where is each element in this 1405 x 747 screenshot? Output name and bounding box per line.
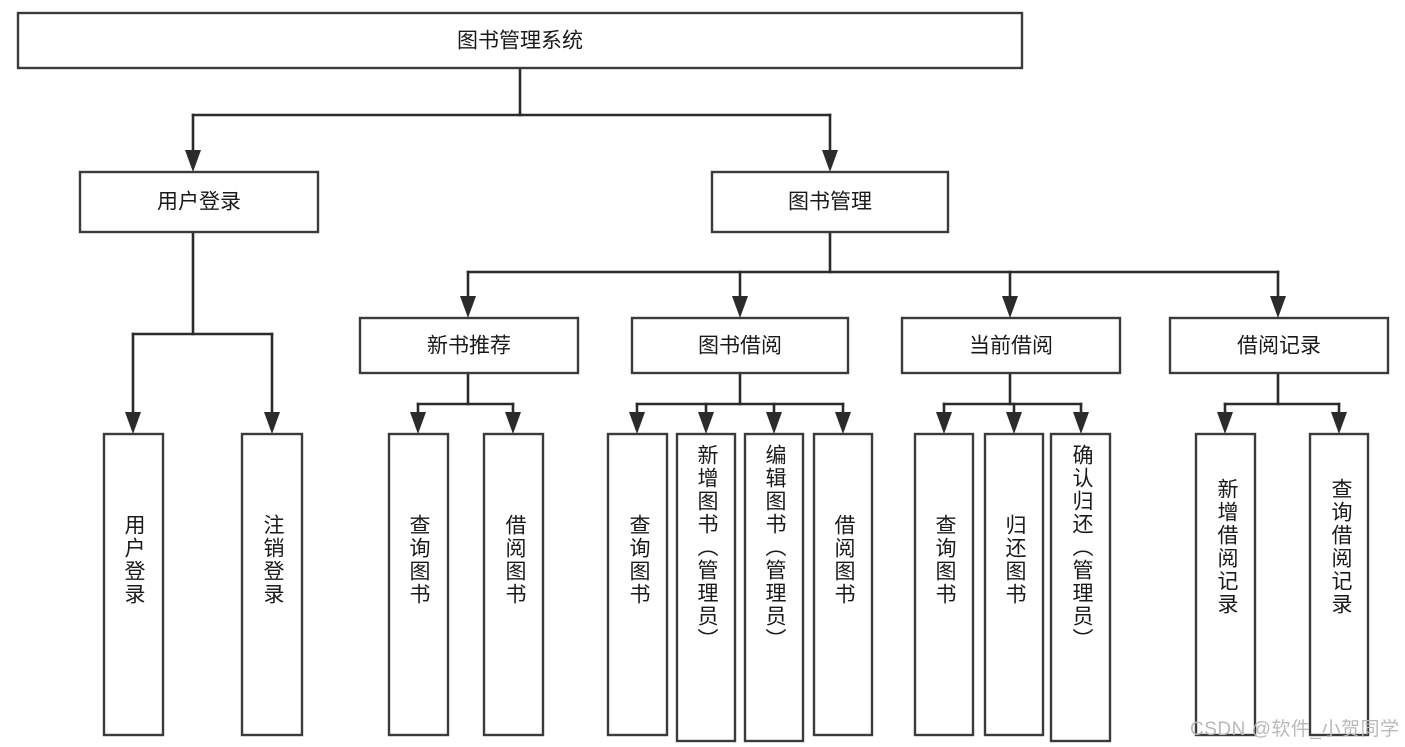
arrow-bb-child1: [629, 412, 645, 434]
csdn-watermark: CSDN @软件_小贺同学: [1190, 719, 1400, 740]
arrow-to-new-book-rec: [460, 296, 476, 318]
node-borrow-record-label: 借阅记录: [1237, 335, 1321, 358]
arrow-bb-child3: [766, 412, 782, 434]
leaf-box-return-book[interactable]: [983, 432, 1045, 737]
arrow-bb-child4: [835, 412, 851, 434]
node-borrow-record[interactable]: [1168, 316, 1390, 375]
node-root-label: 图书管理系统: [457, 30, 583, 53]
connector-group-borrow-record: [1217, 371, 1347, 434]
leaf-box-edit-book-admin[interactable]: [743, 432, 805, 743]
connector-group-book-borrow: [629, 371, 851, 434]
arrow-to-current-borrow: [1002, 296, 1018, 318]
node-new-book-recommend[interactable]: [358, 316, 580, 375]
leaf-box-query-borrow-record[interactable]: [1308, 432, 1370, 737]
leaf-box-query-book-cb[interactable]: [913, 432, 975, 737]
connector-group-book-mgmt: [460, 230, 1286, 318]
node-book-borrow[interactable]: [630, 316, 850, 375]
node-user-login[interactable]: [78, 170, 320, 234]
arrow-cb-child1: [936, 412, 952, 434]
node-book-management-label: 图书管理: [788, 191, 872, 214]
node-book-management[interactable]: [710, 170, 950, 234]
node-book-borrow-label: 图书借阅: [698, 335, 782, 358]
leaf-box-user-login[interactable]: [102, 432, 165, 737]
leaf-box-logout[interactable]: [240, 432, 304, 737]
arrow-root-to-user-login: [185, 150, 201, 172]
leaf-box-query-book-nbr[interactable]: [387, 432, 450, 737]
node-user-login-label: 用户登录: [157, 191, 241, 214]
arrow-cb-child3: [1073, 412, 1089, 434]
arrow-cb-child2: [1006, 412, 1022, 434]
arrow-br-child2: [1331, 412, 1347, 434]
leaf-box-query-book-bb[interactable]: [606, 432, 669, 737]
arrow-br-child1: [1217, 412, 1233, 434]
node-root[interactable]: [16, 11, 1024, 70]
node-current-borrow-label: 当前借阅: [969, 335, 1053, 358]
leaf-box-add-book-admin[interactable]: [675, 432, 737, 743]
connector-group-root: [185, 66, 838, 172]
arrow-to-leaf-logout: [264, 412, 280, 434]
leaf-box-borrow-book-bb[interactable]: [812, 432, 874, 737]
leaf-box-borrow-book-nbr[interactable]: [482, 432, 545, 737]
leaf-box-add-borrow-record[interactable]: [1194, 432, 1257, 737]
leaf-box-confirm-return-admin[interactable]: [1049, 432, 1112, 743]
node-new-book-recommend-label: 新书推荐: [427, 335, 511, 358]
arrow-to-book-borrow: [732, 296, 748, 318]
arrow-nbr-child1: [410, 412, 426, 434]
arrow-to-borrow-record: [1270, 296, 1286, 318]
arrow-nbr-child2: [505, 412, 521, 434]
connector-group-new-book-rec: [410, 371, 521, 434]
connector-group-user-login: [125, 230, 280, 434]
arrow-root-to-book-mgmt: [822, 150, 838, 172]
arrow-to-leaf-user-login: [125, 412, 141, 434]
connector-group-current-borrow: [936, 371, 1089, 434]
arrow-bb-child2: [698, 412, 714, 434]
node-current-borrow[interactable]: [900, 316, 1122, 375]
